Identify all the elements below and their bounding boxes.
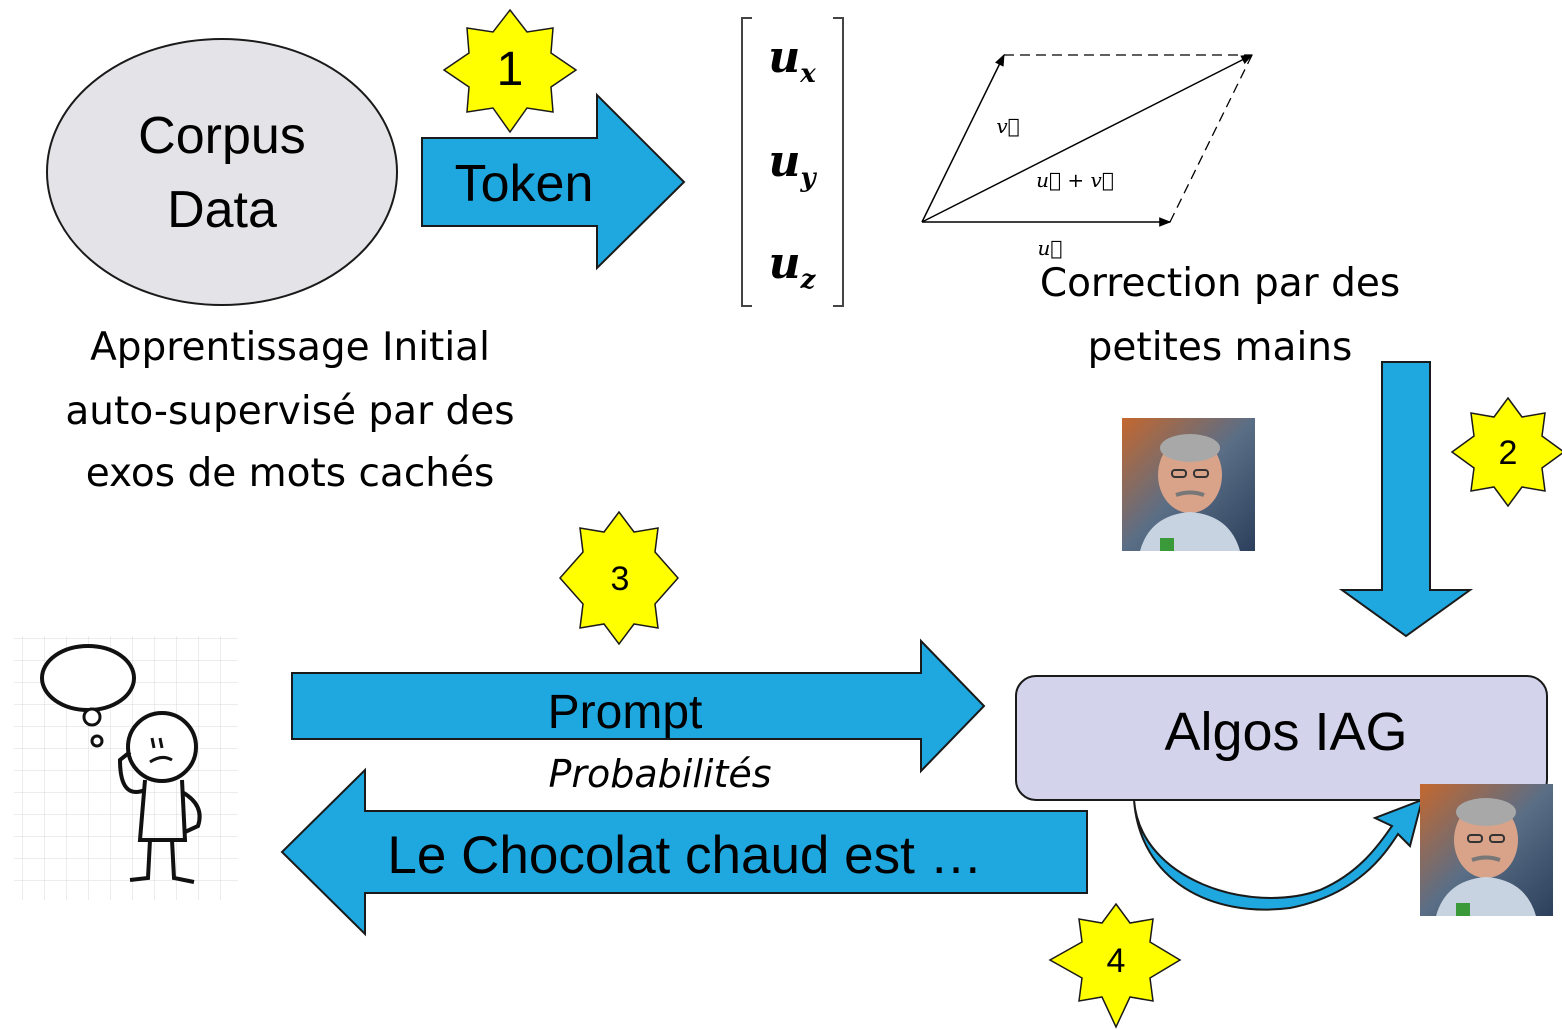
algos-iag-label: Algos IAG	[1164, 702, 1408, 762]
badge-2-label: 2	[1498, 434, 1518, 472]
badge-1-label: 1	[496, 43, 524, 96]
badge-3-star	[558, 510, 680, 646]
response-arrow-label: Le Chocolat chaud est …	[387, 826, 983, 885]
vector-sum-label: u⃗ + v⃗	[1036, 168, 1114, 192]
badge-1-star	[442, 8, 578, 134]
token-arrow-label: Token	[454, 155, 594, 213]
vector-addition-diagram	[921, 53, 1254, 227]
vector-matrix-brackets	[741, 17, 844, 307]
badge-4-label: 4	[1106, 942, 1126, 980]
badge-2-star	[1450, 396, 1562, 508]
algos-iag-box	[1015, 675, 1548, 801]
correction-text-line2: petites mains	[1087, 325, 1353, 370]
worker-portrait-avatar	[1122, 418, 1255, 551]
correction-text-line1: Correction par des	[1039, 261, 1401, 306]
vector-component-y: uy	[768, 136, 816, 193]
vector-component-z: uz	[768, 238, 816, 295]
vector-v-label: v⃗	[996, 114, 1020, 138]
corpus-label-line1: Corpus	[138, 107, 306, 165]
prompt-arrow	[291, 638, 986, 774]
prompt-arrow-label: Prompt	[547, 686, 703, 739]
corpus-label-line2: Data	[167, 181, 277, 239]
feedback-loop-arrow	[1133, 798, 1424, 911]
learning-text-line2: auto-supervisé par des	[65, 389, 515, 434]
correction-down-arrow	[1338, 361, 1474, 638]
probabilities-text: Probabilités	[548, 752, 772, 796]
learning-text-line1: Apprentissage Initial	[90, 325, 490, 370]
vector-u-label: u⃗	[1037, 236, 1063, 260]
vector-component-x: ux	[768, 32, 816, 89]
corpus-data-oval	[46, 38, 398, 306]
token-arrow	[421, 92, 686, 271]
response-arrow	[280, 767, 1088, 937]
learning-text-line3: exos de mots cachés	[85, 451, 495, 496]
badge-4-star	[1048, 902, 1182, 1029]
worker-portrait-avatar-2	[1420, 784, 1553, 916]
thinking-person-illustration	[14, 636, 238, 900]
badge-3-label: 3	[610, 560, 630, 598]
